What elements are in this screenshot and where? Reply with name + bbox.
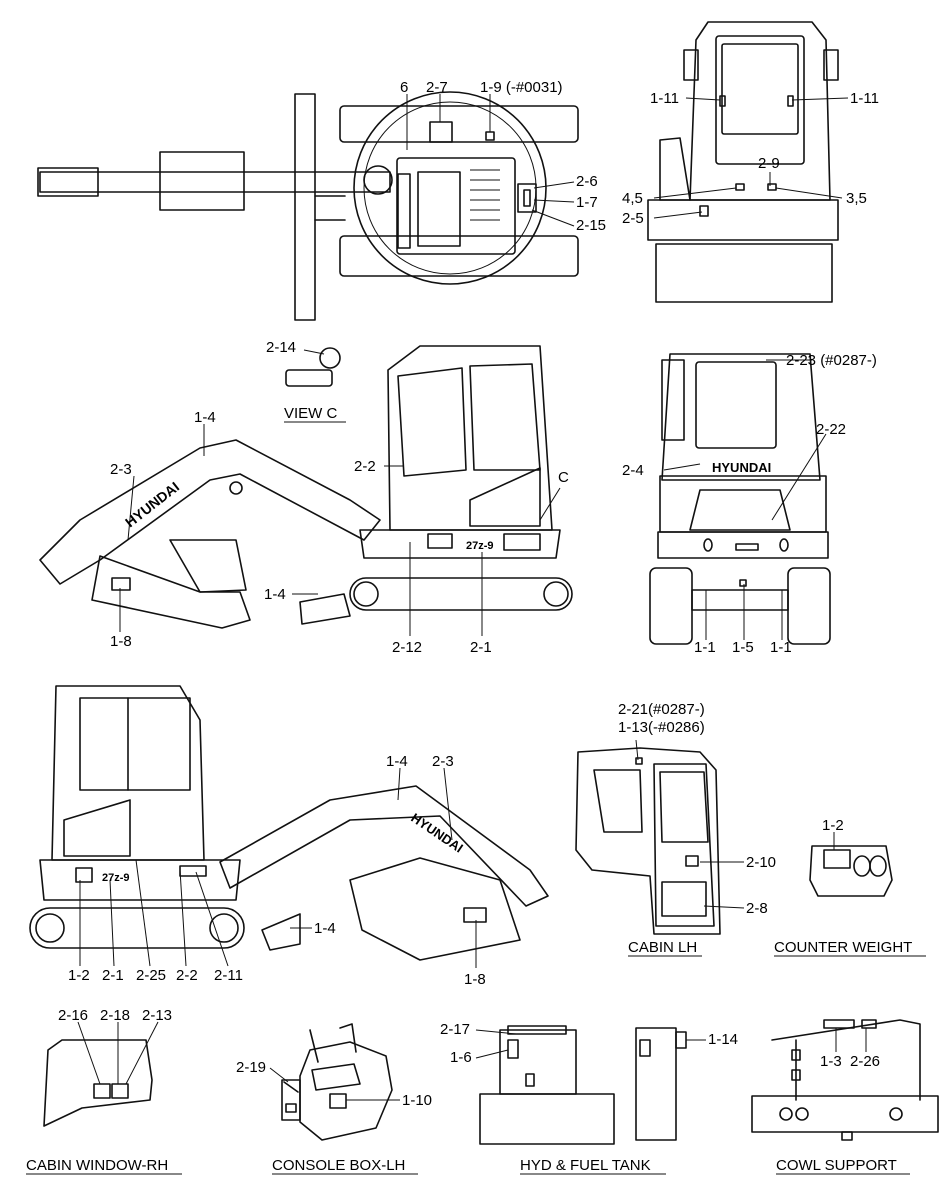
callout-1-11-left: 1-11: [650, 90, 679, 107]
callout-2-3-lh: 2-3: [110, 461, 132, 478]
caption-cabin-lh: CABIN LH: [628, 939, 697, 956]
top-view: [37, 91, 579, 321]
callout-6: 6: [400, 79, 408, 96]
side-view-rh: [29, 685, 549, 961]
callout-2-8: 2-8: [746, 900, 768, 917]
callout-2-23: 2-23 (#0287-): [786, 352, 877, 369]
caption-hyd-fuel-tank: HYD & FUEL TANK: [520, 1157, 651, 1174]
side-view-lh: [39, 345, 573, 629]
callout-1-4-boom-lh: 1-4: [194, 409, 216, 426]
callout-2-4: 2-4: [622, 462, 644, 479]
callout-1-4-blade-rh: 1-4: [314, 920, 336, 937]
callout-1-2-counterweight: 1-2: [822, 817, 844, 834]
model-badge-rh: 27z-9: [102, 872, 130, 884]
cowl-support: [751, 1019, 939, 1141]
callout-1-7: 1-7: [576, 194, 598, 211]
callout-1-11-right: 1-11: [850, 90, 879, 107]
callout-2-10: 2-10: [746, 854, 776, 871]
cabin-lh: [575, 747, 721, 935]
caption-view-c: VIEW C: [284, 405, 338, 422]
callout-2-25: 2-25: [136, 967, 166, 984]
leader-lines: [77, 94, 867, 1101]
callout-1-13: 1-13(-#0286): [618, 719, 705, 736]
callout-2-14: 2-14: [266, 339, 296, 356]
rear-view-2: [649, 353, 831, 645]
callout-2-3-rh: 2-3: [432, 753, 454, 770]
callout-2-17: 2-17: [440, 1021, 470, 1038]
callout-2-1-rh: 2-1: [102, 967, 124, 984]
caption-cabin-window-rh: CABIN WINDOW-RH: [26, 1157, 168, 1174]
callout-c: C: [558, 469, 569, 486]
callout-2-26: 2-26: [850, 1053, 880, 1070]
callout-4-5: 4,5: [622, 190, 643, 207]
callout-1-5: 1-5: [732, 639, 754, 656]
callout-2-11: 2-11: [214, 967, 243, 984]
callout-1-1-right: 1-1: [770, 639, 792, 656]
callout-1-6: 1-6: [450, 1049, 472, 1066]
callout-2-12: 2-12: [392, 639, 422, 656]
callout-1-9: 1-9 (-#0031): [480, 79, 563, 96]
callout-labels: 6 2-7 1-9 (-#0031) 2-6 1-7 2-15 1-11 1-1…: [58, 79, 880, 1109]
callout-2-2-lh: 2-2: [354, 458, 376, 475]
callout-1-4-boom-rh: 1-4: [386, 753, 408, 770]
callout-2-1-lh: 2-1: [470, 639, 492, 656]
callout-2-18: 2-18: [100, 1007, 130, 1024]
callout-2-6: 2-6: [576, 173, 598, 190]
callout-2-19: 2-19: [236, 1059, 266, 1076]
callout-1-1-left: 1-1: [694, 639, 716, 656]
rear-view: [647, 21, 839, 303]
callout-1-4-blade-lh: 1-4: [264, 586, 286, 603]
callout-2-7: 2-7: [426, 79, 448, 96]
callout-2-9: 2-9: [758, 155, 780, 172]
model-badge-lh: 27z-9: [466, 540, 494, 552]
callout-3-5: 3,5: [846, 190, 867, 207]
caption-console-box-lh: CONSOLE BOX-LH: [272, 1157, 405, 1174]
console-box-lh: [281, 1023, 393, 1141]
callout-1-14: 1-14: [708, 1031, 738, 1048]
cabin-window-rh: [43, 1039, 153, 1127]
brand-text-rear: HYUNDAI: [712, 460, 771, 475]
callout-1-8-rh: 1-8: [464, 971, 486, 988]
caption-cowl-support: COWL SUPPORT: [776, 1157, 897, 1174]
section-captions: VIEW C CABIN LH COUNTER WEIGHT CABIN WIN…: [26, 405, 926, 1175]
callout-2-2-rh: 2-2: [176, 967, 198, 984]
callout-2-22: 2-22: [816, 421, 846, 438]
callout-1-2-rh: 1-2: [68, 967, 90, 984]
hyd-fuel-tank: [479, 1025, 687, 1145]
callout-2-13: 2-13: [142, 1007, 172, 1024]
caption-counter-weight: COUNTER WEIGHT: [774, 939, 912, 956]
counter-weight: [809, 845, 893, 897]
callout-1-3: 1-3: [820, 1053, 842, 1070]
callout-1-8-lh: 1-8: [110, 633, 132, 650]
callout-2-5: 2-5: [622, 210, 644, 227]
callout-2-16: 2-16: [58, 1007, 88, 1024]
callout-1-10: 1-10: [402, 1092, 432, 1109]
callout-2-15: 2-15: [576, 217, 606, 234]
callout-2-21: 2-21(#0287-): [618, 701, 705, 718]
